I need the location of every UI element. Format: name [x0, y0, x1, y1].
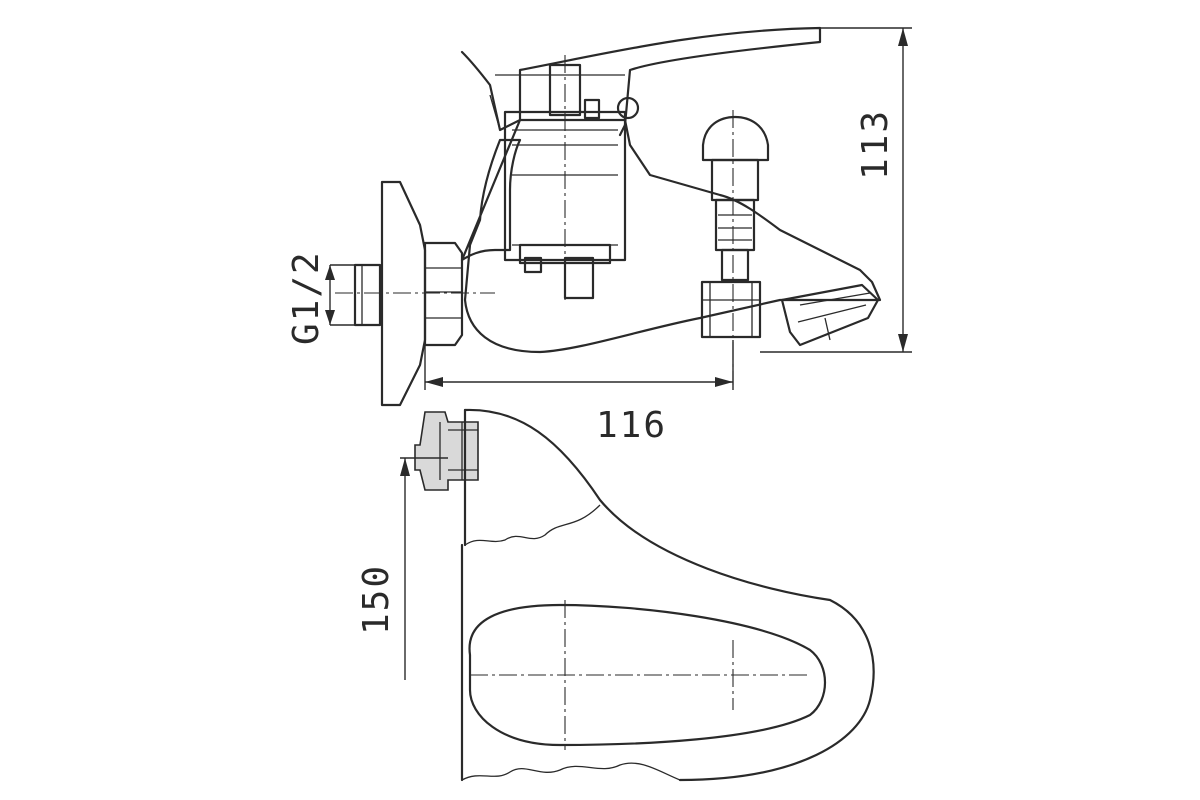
inlet-pipe	[353, 263, 382, 327]
dimension-label-g12: G1/2	[286, 250, 327, 345]
dimension-label-150: 150	[356, 564, 397, 635]
dimension-g12: G1/2	[286, 250, 355, 345]
hex-nut	[423, 241, 464, 347]
aerator	[780, 283, 880, 347]
handle-top-view	[468, 603, 827, 747]
top-view	[414, 408, 875, 782]
dimension-150: 150	[356, 457, 448, 680]
side-view	[335, 26, 882, 407]
diverter	[701, 115, 770, 162]
handle-lever	[460, 26, 822, 137]
dimension-116: 116	[424, 340, 734, 446]
dimension-label-113: 113	[855, 109, 896, 180]
dimension-113: 113	[760, 27, 912, 353]
mixer-body	[460, 118, 882, 354]
dimension-label-116: 116	[596, 405, 667, 446]
aerator-top	[414, 411, 479, 491]
spout-outline-top	[463, 408, 875, 782]
